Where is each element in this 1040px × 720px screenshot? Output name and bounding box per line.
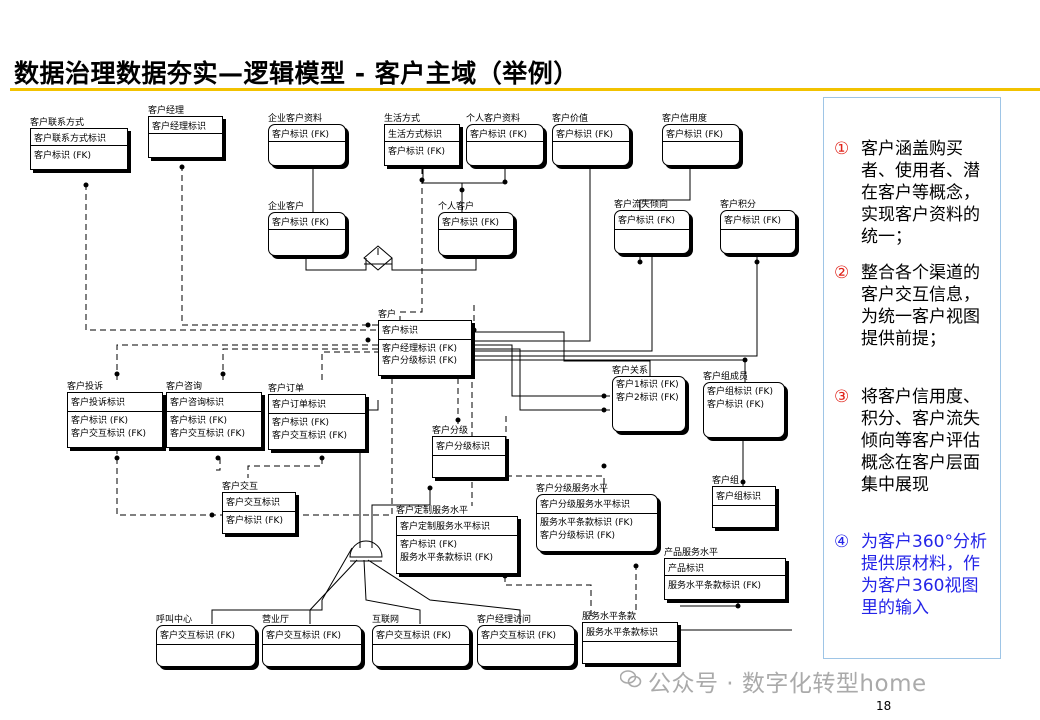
note-1-text: 客户涵盖购买者、使用者、潜在客户等概念，实现客户资料的统一； — [861, 139, 980, 247]
relationship-lines — [83, 164, 792, 631]
note-4-text: 为客户360°分析提供原材料，作为客户360视图里的输入 — [861, 532, 987, 618]
entity-product-service-level: 产品服务水平 产品标识 服务水平条款标识 (FK) — [664, 548, 786, 600]
entity-cust-value: 客户价值 客户标识 (FK) — [552, 114, 630, 166]
entity-internet: 互联网 客户交互标识 (FK) — [372, 615, 470, 667]
entity-churn: 客户流失倾向 客户标识 (FK) — [614, 200, 690, 254]
entity-member: 客户组成员 客户组标识 (FK) 客户标识 (FK) — [703, 372, 785, 438]
entity-ent-cust: 企业客户 客户标识 (FK) — [268, 202, 346, 256]
entity-manager-visit: 客户经理访问 客户交互标识 (FK) — [477, 615, 575, 667]
entity-ent-cust-info: 企业客户资料 客户标识 (FK) — [268, 114, 346, 166]
entity-relation: 客户关系 客户1标识 (FK) 客户2标识 (FK) — [612, 366, 686, 432]
entity-group: 客户组 客户组标识 — [712, 476, 776, 528]
entity-custom-service-level: 客户定制服务水平 客户定制服务水平标识 客户标识 (FK) 服务水平条款标识 (… — [396, 506, 518, 574]
entity-grade-service-level: 客户分级服务水平 客户分级服务水平标识 服务水平条款标识 (FK) 客户分级标识… — [536, 484, 658, 552]
note-3-number: ③ — [834, 387, 850, 407]
entity-order: 客户订单 客户订单标识 客户标识 (FK) 客户交互标识 (FK) — [268, 384, 366, 450]
logical-model-diagram: 客户联系方式 客户联系方式标识 客户标识 (FK) 客户经理 客户经理标识 企业… — [30, 106, 796, 667]
entity-points: 客户积分 客户标识 (FK) — [720, 200, 796, 254]
entity-interaction: 客户交互 客户交互标识 客户标识 (FK) — [222, 482, 296, 534]
entity-callcenter: 呼叫中心 客户交互标识 (FK) — [156, 615, 256, 667]
watermark: 公众号 · 数字化转型home — [648, 671, 927, 697]
entity-hall: 营业厅 客户交互标识 (FK) — [262, 615, 362, 667]
entity-cust-manager: 客户经理 客户经理标识 — [148, 106, 223, 158]
entity-personal-info: 个人客户资料 客户标识 (FK) — [466, 114, 544, 166]
entity-personal-cust: 个人客户 客户标识 (FK) — [438, 202, 514, 256]
entity-lifestyle: 生活方式 生活方式标识 客户标识 (FK) — [384, 114, 460, 166]
note-2-text: 整合各个渠道的客户交互信息，为统一客户视图提供前提； — [861, 263, 980, 349]
entity-service-level-terms: 服务水平条款 服务水平条款标识 — [582, 612, 678, 664]
entity-customer: 客户 客户标识 客户经理标识 (FK) 客户分级标识 (FK) — [378, 310, 472, 376]
entity-grade: 客户分级 客户分级标识 — [432, 426, 506, 478]
wechat-icon — [620, 670, 642, 688]
entity-consult: 客户咨询 客户咨询标识 客户标识 (FK) 客户交互标识 (FK) — [166, 382, 262, 448]
notes-panel: ① 客户涵盖购买者、使用者、潜在客户等概念，实现客户资料的统一； ② 整合各个渠… — [823, 97, 1001, 659]
note-4-number: ④ — [834, 532, 850, 552]
page-number: 18 — [876, 699, 892, 713]
entity-credit: 客户信用度 客户标识 (FK) — [662, 114, 740, 166]
entity-cust-contact: 客户联系方式 客户联系方式标识 客户标识 (FK) — [30, 118, 128, 170]
entity-complaint: 客户投诉 客户投诉标识 客户标识 (FK) 客户交互标识 (FK) — [67, 382, 163, 448]
note-3-text: 将客户信用度、积分、客户流失倾向等客户评估概念在客户层面集中展现 — [861, 387, 980, 495]
title-underline — [10, 88, 1040, 91]
page-title: 数据治理数据夯实—逻辑模型 - 客户主域（举例） — [14, 59, 579, 88]
note-2-number: ② — [834, 263, 850, 283]
note-1-number: ① — [834, 139, 850, 159]
